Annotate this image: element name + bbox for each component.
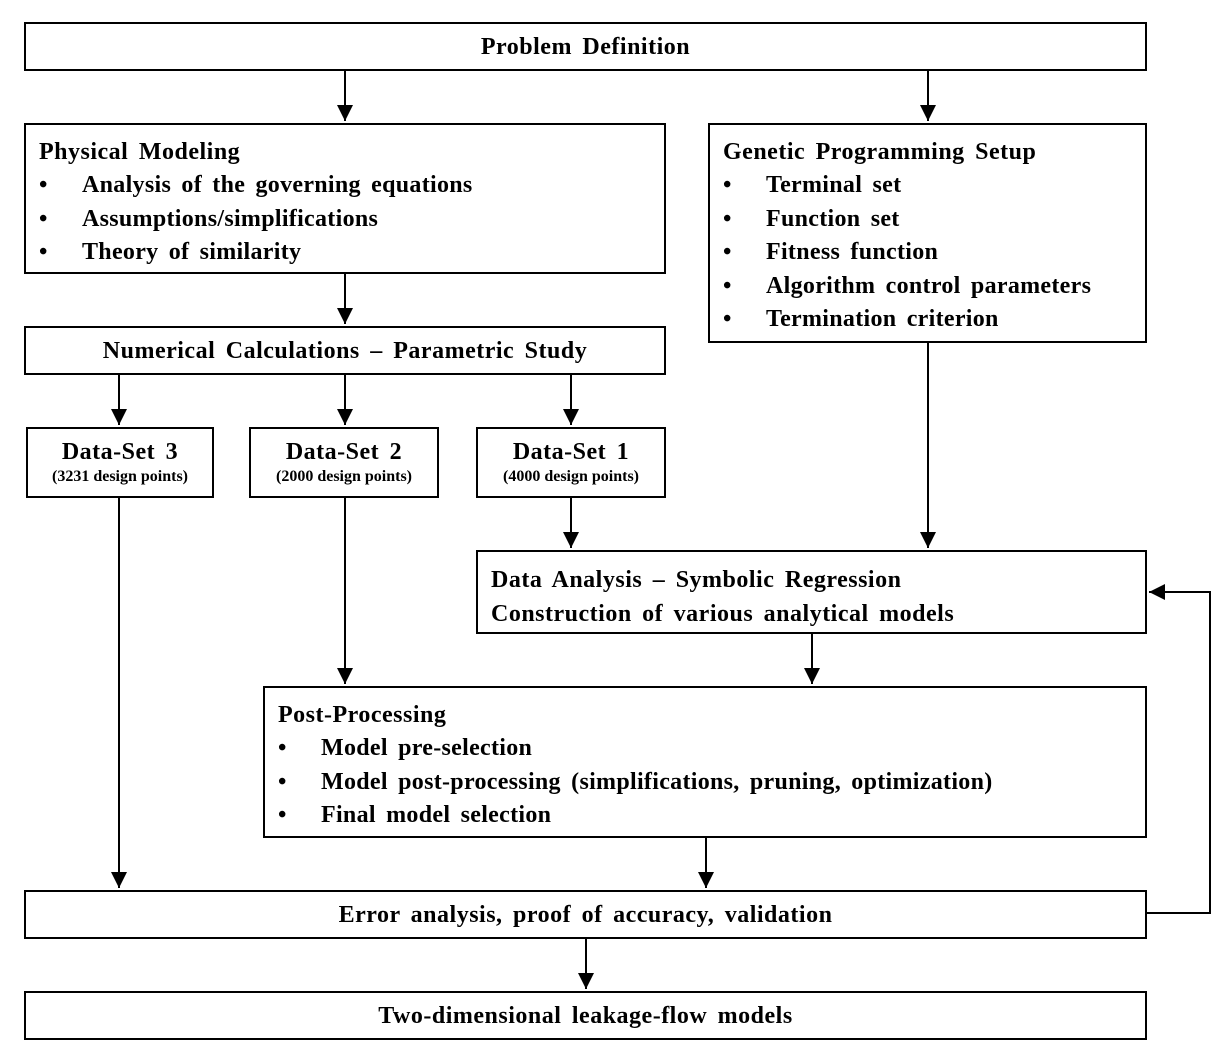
bullet-icon: •	[39, 172, 48, 198]
list-item: •Termination criterion	[723, 303, 1145, 337]
bullet-icon: •	[723, 239, 732, 266]
bullet-icon: •	[723, 306, 732, 333]
bullet-icon: •	[39, 239, 48, 266]
gp-setup-box: Genetic Programming Setup •Terminal set …	[708, 123, 1147, 343]
bullet-icon: •	[278, 768, 287, 795]
list-item: •Assumptions/simplifications	[39, 203, 664, 237]
post-processing-box: Post-Processing •Model pre-selection •Mo…	[263, 686, 1147, 838]
gp-setup-title: Genetic Programming Setup	[723, 139, 1037, 165]
arrow-feedback-loop	[1146, 584, 1211, 914]
dataset-3-points: (3231 design points)	[51, 468, 189, 485]
dataset-1-title: Data-Set 1	[512, 439, 630, 465]
list-item: •Function set	[723, 203, 1145, 237]
numerical-calculations-label: Numerical Calculations – Parametric Stud…	[102, 337, 588, 364]
physical-modeling-title: Physical Modeling	[39, 139, 241, 165]
physical-modeling-box: Physical Modeling •Analysis of the gover…	[24, 123, 666, 274]
post-processing-title: Post-Processing	[278, 702, 447, 728]
dataset-1-box: Data-Set 1 (4000 design points)	[476, 427, 666, 498]
list-item: •Fitness function	[723, 236, 1145, 270]
data-analysis-line2: Construction of various analytical model…	[491, 601, 955, 627]
final-models-label: Two-dimensional leakage-flow models	[378, 1002, 793, 1029]
list-item: •Analysis of the governing equations	[39, 169, 664, 203]
dataset-3-title: Data-Set 3	[61, 439, 179, 465]
final-models-box: Two-dimensional leakage-flow models	[24, 991, 1147, 1040]
dataset-2-points: (2000 design points)	[275, 468, 413, 485]
dataset-2-box: Data-Set 2 (2000 design points)	[249, 427, 439, 498]
list-item: •Theory of similarity	[39, 236, 664, 270]
bullet-icon: •	[723, 205, 732, 232]
error-analysis-label: Error analysis, proof of accuracy, valid…	[338, 901, 833, 928]
problem-definition-box: Problem Definition	[24, 22, 1147, 71]
bullet-icon: •	[723, 172, 732, 198]
problem-definition-label: Problem Definition	[480, 33, 691, 60]
bullet-icon: •	[39, 205, 48, 232]
list-item: •Model post-processing (simplifications,…	[278, 766, 1145, 800]
gp-setup-list: •Terminal set •Function set •Fitness fun…	[723, 169, 1145, 337]
list-item: •Algorithm control parameters	[723, 270, 1145, 304]
bullet-icon: •	[278, 735, 287, 761]
numerical-calculations-box: Numerical Calculations – Parametric Stud…	[24, 326, 666, 375]
list-item: •Model pre-selection	[278, 732, 1145, 766]
bullet-icon: •	[723, 272, 732, 299]
dataset-2-title: Data-Set 2	[285, 439, 403, 465]
error-analysis-box: Error analysis, proof of accuracy, valid…	[24, 890, 1147, 939]
post-processing-list: •Model pre-selection •Model post-process…	[278, 732, 1145, 833]
bullet-icon: •	[278, 802, 287, 829]
list-item: •Terminal set	[723, 169, 1145, 203]
dataset-3-box: Data-Set 3 (3231 design points)	[26, 427, 214, 498]
list-item: •Final model selection	[278, 799, 1145, 833]
physical-modeling-list: •Analysis of the governing equations •As…	[39, 169, 664, 270]
data-analysis-box: Data Analysis – Symbolic Regression Cons…	[476, 550, 1147, 634]
data-analysis-line1: Data Analysis – Symbolic Regression	[491, 567, 902, 593]
dataset-1-points: (4000 design points)	[502, 468, 640, 485]
